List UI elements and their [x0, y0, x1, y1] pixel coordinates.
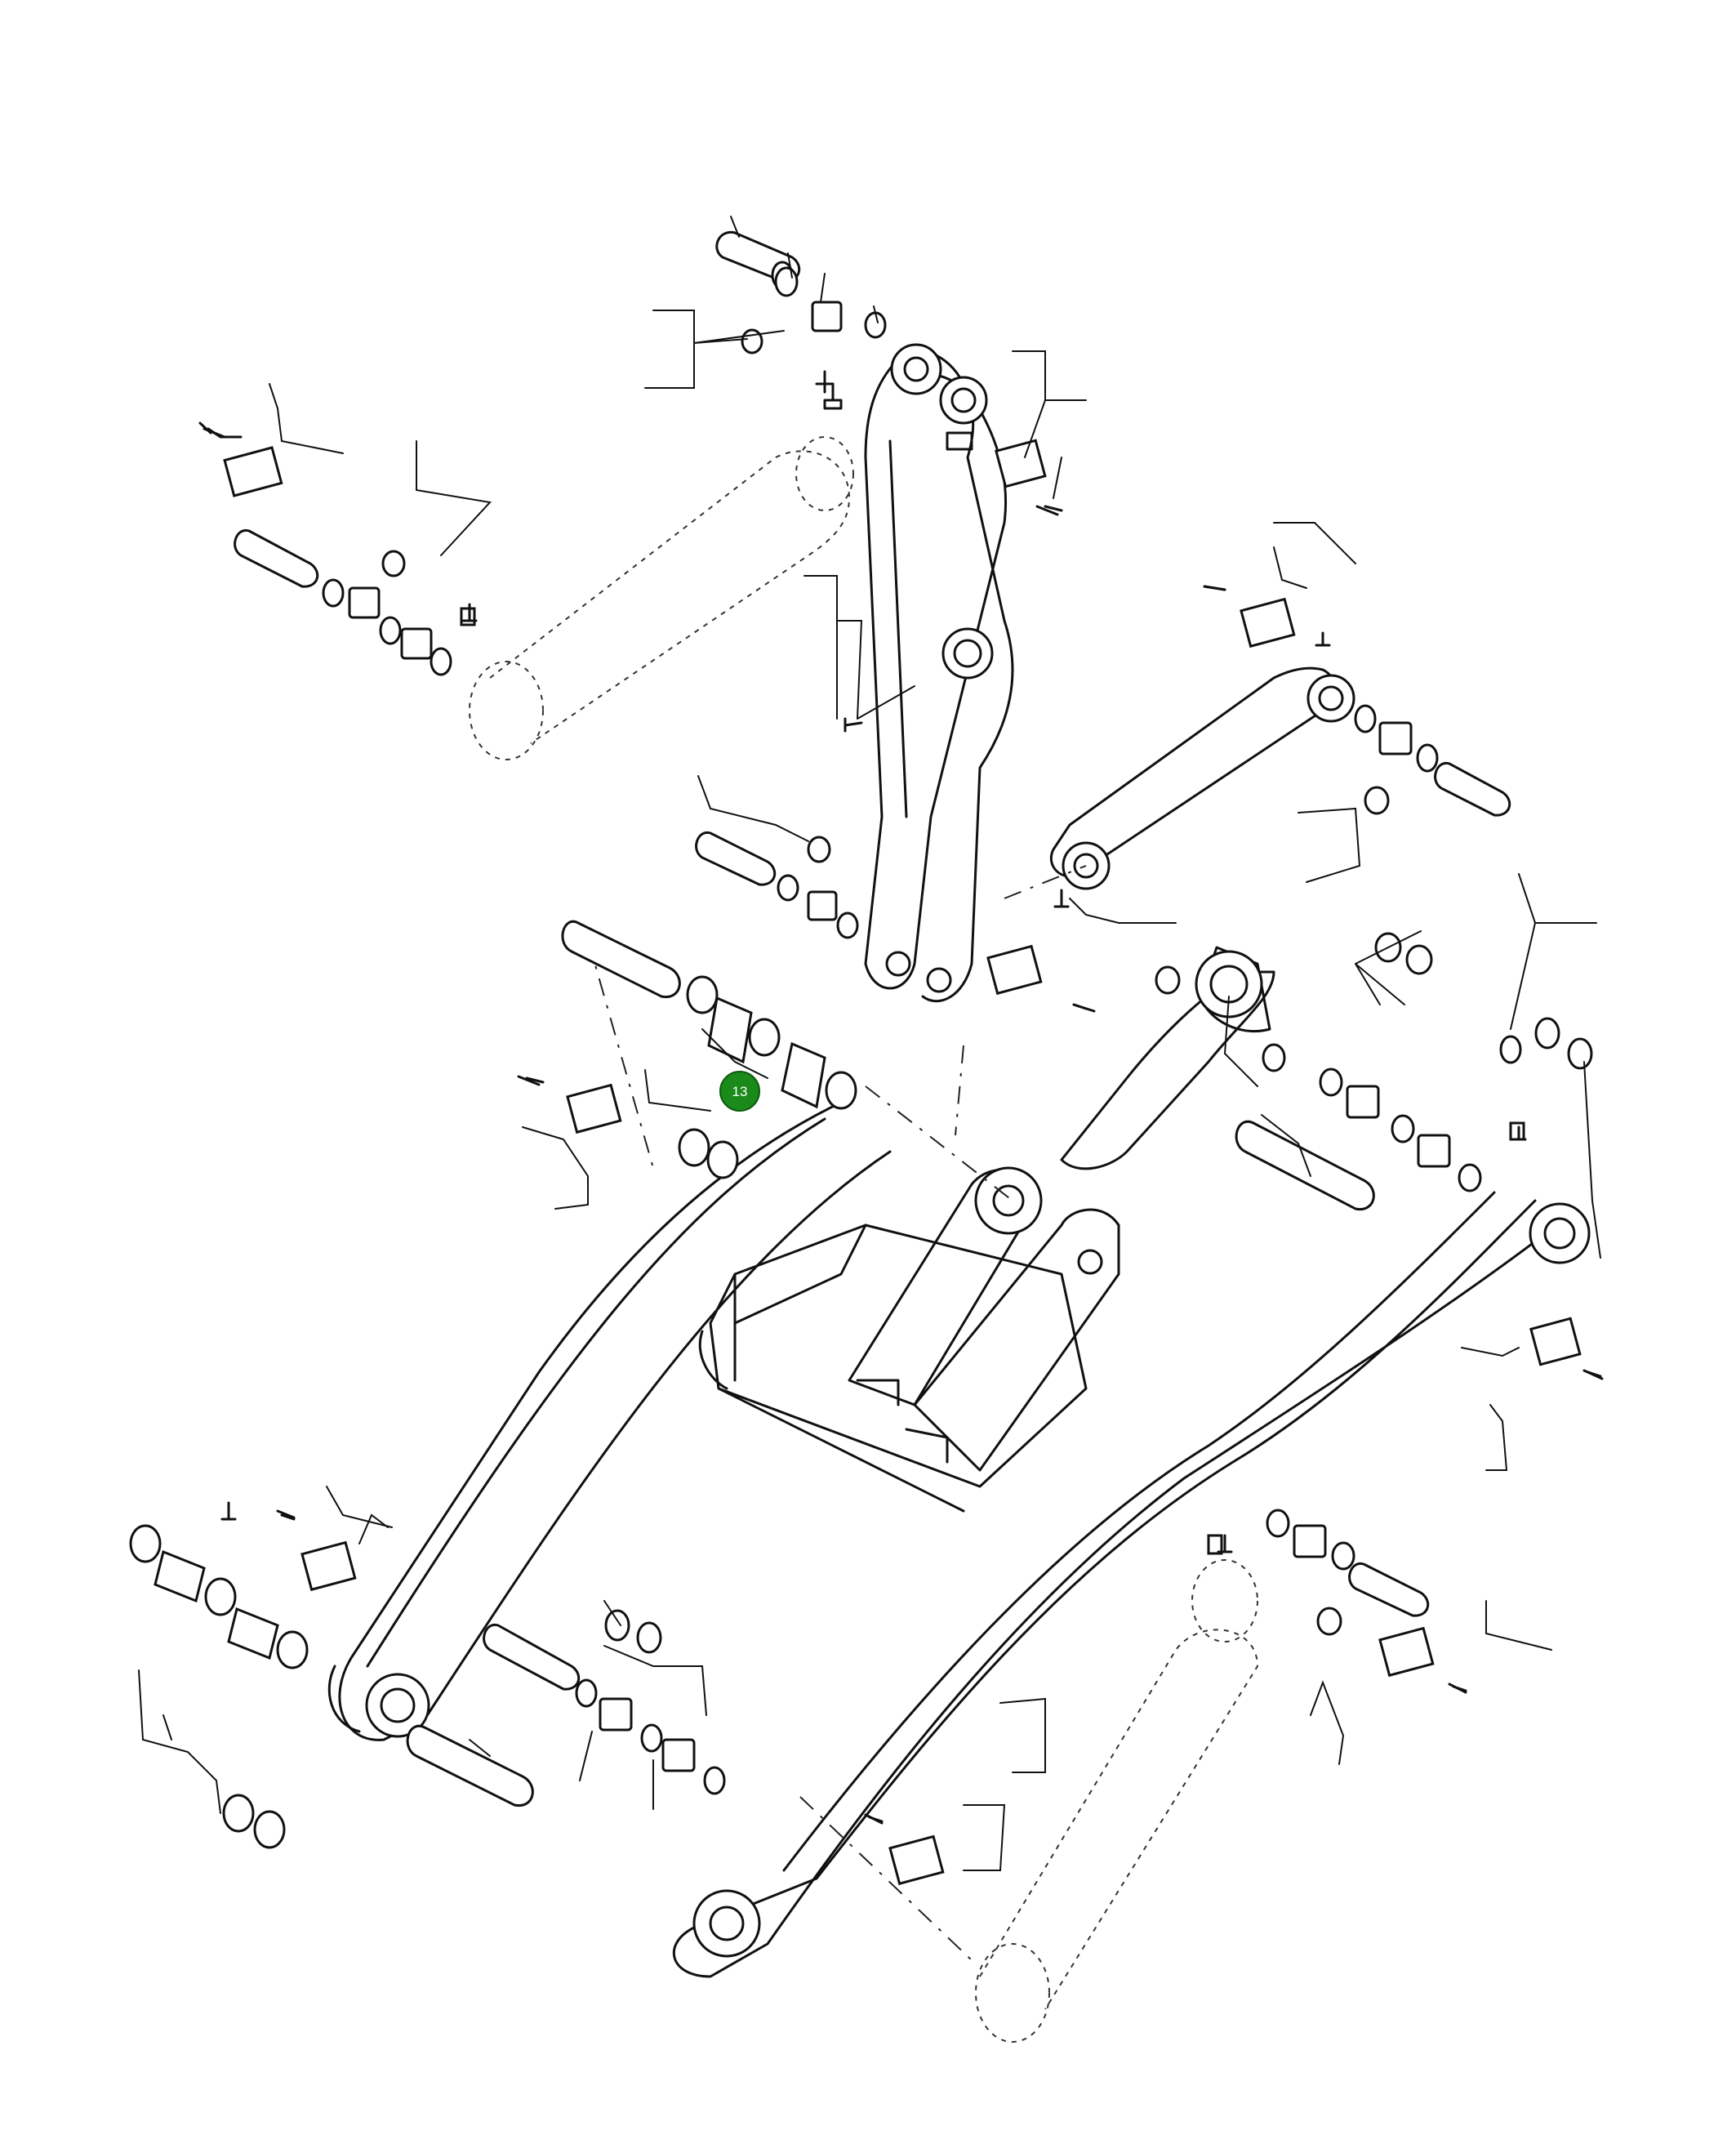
leader-lines [138, 216, 1601, 1871]
boom-cross-tube [709, 1224, 1088, 1488]
tie-rod-link [1049, 666, 1355, 890]
tilt-cylinder-ghost [469, 436, 854, 760]
grease-nipples [220, 382, 1527, 1553]
bellcrank-link [864, 343, 1014, 1003]
pin-stack-upper-left [234, 528, 476, 676]
pin-stack-lower-right [1207, 1509, 1430, 1636]
pin-stack-mid [695, 831, 859, 939]
bolts [198, 421, 1604, 1825]
lock-plates [207, 427, 1602, 1886]
callout-13-label: 13 [732, 1084, 748, 1099]
boom-right-arm [672, 1199, 1537, 1978]
pin-stack-lower-center [406, 1609, 726, 1807]
boom-left-arm [338, 1097, 892, 1741]
centerlines [587, 865, 1087, 1961]
callout-13-marker[interactable] [719, 1071, 760, 1112]
callout-13[interactable]: 13 [719, 1071, 760, 1112]
pin-stack-lower-left [129, 1524, 309, 1849]
lift-cylinder-ghost [975, 1559, 1259, 2043]
pin-stack-center [561, 920, 857, 1179]
pin-stack-top [715, 230, 887, 394]
boom-assembly [327, 946, 1591, 1978]
pin-stack-right-mid [1155, 932, 1593, 1210]
pin-stack-right-upper [1354, 704, 1511, 817]
